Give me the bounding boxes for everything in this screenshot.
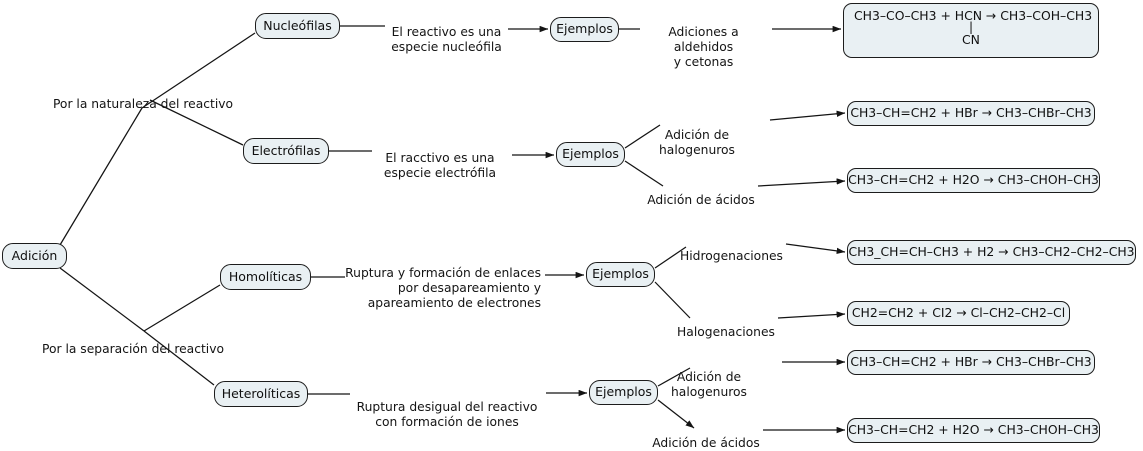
- relation-label-homolitica: Ruptura y formación de enlaces por desap…: [345, 251, 541, 311]
- branch-label-separacion: Por la separación del reactivo: [37, 327, 229, 357]
- edge-ejemplos4-to-acidos: [657, 399, 695, 429]
- relation-label-electrofila-text: El racctivo es una especie electrófila: [383, 151, 497, 180]
- node-electrofilas[interactable]: Electrófilas: [243, 138, 329, 164]
- relation-label-heterolitica: Ruptura desigual del reactivo con formac…: [350, 385, 544, 430]
- node-electrofilas-label: Electrófilas: [251, 142, 321, 158]
- formula-acido-2[interactable]: CH3–CH=CH2 + H2O → CH3–CHOH–CH3: [847, 418, 1100, 443]
- node-heteroliticas-label: Heterolíticas: [221, 385, 301, 401]
- node-ejemplos-homoliticas-label: Ejemplos: [592, 266, 649, 282]
- node-homoliticas-label: Homolíticas: [228, 268, 303, 284]
- node-nucleofilas[interactable]: Nucleófilas: [255, 13, 340, 39]
- formula-halogenacion-text: CH2=CH2 + CI2 → Cl–CH2–CH2–Cl: [851, 305, 1066, 321]
- relation-label-hidrogenaciones: Hidrogenaciones: [679, 234, 784, 264]
- branch-label-separacion-text: Por la separación del reactivo: [41, 342, 224, 356]
- relation-label-acidos-2-text: Adición de ácidos: [652, 436, 760, 450]
- edge-separacion-to-homoliticas: [143, 284, 221, 332]
- relation-label-homolitica-text: Ruptura y formación de enlaces por desap…: [345, 266, 541, 310]
- relation-label-electrofila: El racctivo es una especie electrófila: [370, 136, 510, 181]
- node-ejemplos-heteroliticas[interactable]: Ejemplos: [589, 380, 658, 405]
- formula-halogenuro-1[interactable]: CH3–CH=CH2 + HBr → CH3–CHBr–CH3: [847, 101, 1095, 126]
- edge-separacion-to-heteroliticas: [143, 330, 215, 386]
- formula-halogenacion[interactable]: CH2=CH2 + CI2 → Cl–CH2–CH2–Cl: [847, 301, 1070, 326]
- relation-label-halogenaciones-text: Halogenaciones: [677, 325, 775, 339]
- edge-ejemplos2-to-halogenuros: [624, 124, 661, 149]
- node-ejemplos-nucleofilas[interactable]: Ejemplos: [550, 17, 619, 42]
- formula-cianohidrina-bond: |: [968, 19, 974, 34]
- edge-root-to-naturaleza: [59, 107, 143, 246]
- edge-root-to-separacion: [59, 267, 145, 332]
- node-ejemplos-heteroliticas-label: Ejemplos: [595, 384, 652, 400]
- relation-label-nucleofila: El reactivo es una especie nucleófila: [385, 10, 508, 55]
- edge-halogenuros1-to-formula: [769, 110, 846, 121]
- relation-label-acidos-2: Adición de ácidos: [651, 421, 761, 451]
- relation-label-nucleofila-text: El reactivo es una especie nucleófila: [391, 25, 502, 54]
- edge-hidrogenaciones-to-formula: [785, 243, 846, 255]
- relation-label-halogenuros-2: Adición de halogenuros: [638, 355, 780, 400]
- relation-label-hidrogenaciones-text: Hidrogenaciones: [680, 249, 783, 263]
- branch-label-naturaleza: Por la naturaleza del reactivo: [48, 82, 238, 112]
- formula-acido-1-text: CH3–CH=CH2 + H2O → CH3–CHOH–CH3: [848, 172, 1099, 188]
- node-ejemplos-electrofilas[interactable]: Ejemplos: [556, 142, 625, 167]
- node-root-adicion[interactable]: Adición: [2, 243, 67, 269]
- relation-label-halogenuros-1: Adición de halogenuros: [626, 113, 768, 158]
- formula-cianohidrina[interactable]: CH3–CO–CH3 + HCN → CH3–COH–CH3 | CN: [843, 3, 1099, 58]
- relation-label-aldehidos: Adiciones a aldehidos y cetonas: [637, 10, 770, 70]
- relation-label-acidos-1-text: Adición de ácidos: [647, 193, 755, 207]
- edge-halogenaciones-to-formula: [777, 311, 846, 319]
- edge-ejemplos4-to-halogenuros: [657, 367, 691, 387]
- formula-hidrogenacion[interactable]: CH3_CH=CH–CH3 + H2 → CH3–CH2–CH2–CH3: [847, 240, 1136, 265]
- edge-naturaleza-to-nucleofilas: [141, 32, 256, 109]
- formula-halogenuro-1-text: CH3–CH=CH2 + HBr → CH3–CHBr–CH3: [850, 105, 1092, 121]
- formula-cianohidrina-substituent: CN: [962, 32, 980, 48]
- edge-ejemplos2-to-acidos: [624, 160, 664, 187]
- formula-acido-1[interactable]: CH3–CH=CH2 + H2O → CH3–CHOH–CH3: [847, 168, 1100, 193]
- relation-label-halogenaciones: Halogenaciones: [676, 310, 776, 340]
- node-homoliticas[interactable]: Homolíticas: [220, 264, 311, 290]
- node-root-label: Adición: [11, 247, 58, 263]
- formula-halogenuro-2[interactable]: CH3–CH=CH2 + HBr → CH3–CHBr–CH3: [847, 350, 1095, 375]
- edge-naturaleza-to-electrofilas: [149, 99, 244, 146]
- edge-ejemplos3-to-halogenaciones: [654, 281, 691, 319]
- formula-acido-2-text: CH3–CH=CH2 + H2O → CH3–CHOH–CH3: [848, 422, 1099, 438]
- formula-hidrogenacion-text: CH3_CH=CH–CH3 + H2 → CH3–CH2–CH2–CH3: [848, 244, 1135, 260]
- edge-ejemplos3-to-hidrogenaciones: [654, 246, 687, 269]
- node-ejemplos-nucleofilas-label: Ejemplos: [556, 21, 613, 37]
- relation-label-halogenuros-1-text: Adición de halogenuros: [659, 128, 735, 157]
- relation-label-acidos-1: Adición de ácidos: [646, 178, 756, 208]
- formula-halogenuro-2-text: CH3–CH=CH2 + HBr → CH3–CHBr–CH3: [850, 354, 1092, 370]
- relation-label-heterolitica-text: Ruptura desigual del reactivo con formac…: [356, 400, 538, 429]
- node-ejemplos-homoliticas[interactable]: Ejemplos: [586, 262, 655, 287]
- edge-acidos1-to-formula: [757, 178, 846, 187]
- relation-label-aldehidos-text: Adiciones a aldehidos y cetonas: [668, 25, 739, 69]
- node-ejemplos-electrofilas-label: Ejemplos: [562, 146, 619, 162]
- relation-label-halogenuros-2-text: Adición de halogenuros: [671, 370, 747, 399]
- formula-cianohidrina-line1: CH3–CO–CH3 + HCN → CH3–COH–CH3: [854, 8, 1093, 23]
- node-nucleofilas-label: Nucleófilas: [263, 17, 332, 33]
- node-heteroliticas[interactable]: Heterolíticas: [214, 381, 308, 407]
- branch-label-naturaleza-text: Por la naturaleza del reactivo: [52, 97, 234, 111]
